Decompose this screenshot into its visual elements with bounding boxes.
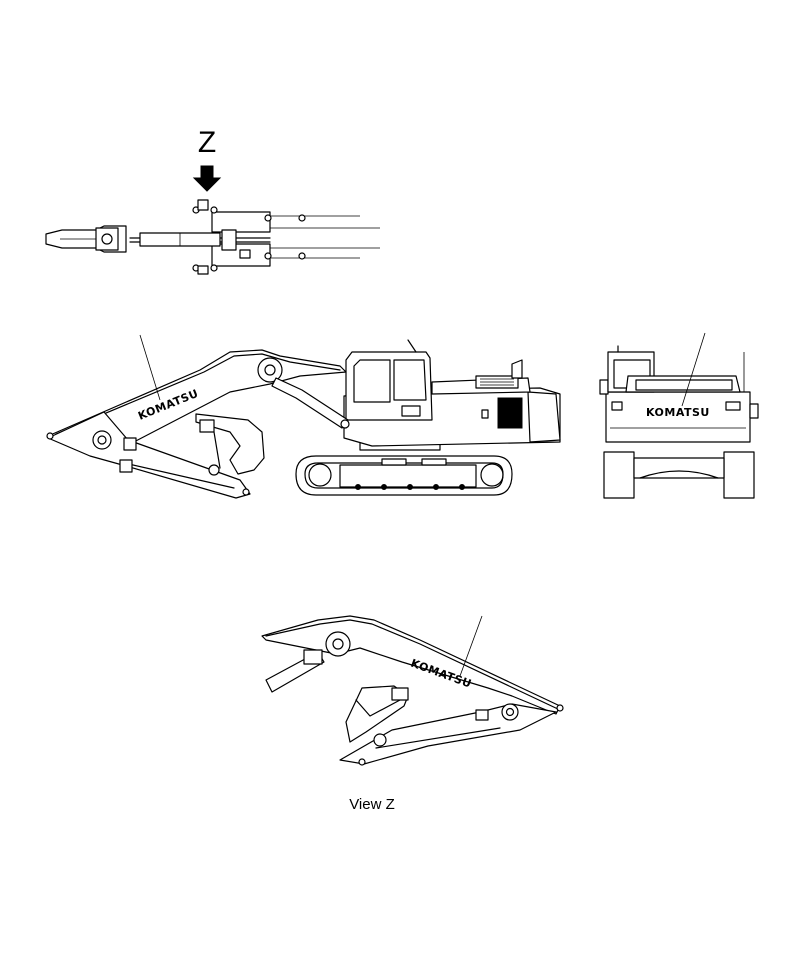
view-marker-letter: Z (198, 126, 216, 159)
side-view-machine: KOMATSU (46, 334, 561, 499)
view-z-illustration: KOMATSU (261, 615, 564, 766)
logo-leader-line (139, 334, 161, 401)
rear-view-machine: KOMATSU (599, 332, 759, 499)
view-z-leader-line (459, 615, 483, 677)
arm (46, 411, 251, 499)
crawler-track (295, 455, 513, 496)
bucket (195, 413, 265, 476)
down-arrow-icon (192, 165, 222, 192)
view-z-marker: Z (192, 126, 222, 192)
rear-logo-text: KOMATSU (646, 406, 710, 419)
upper-structure (343, 339, 561, 451)
top-view-machine (45, 199, 380, 275)
view-caption: View Z (349, 796, 395, 813)
rear-logo-leader-line (681, 332, 706, 407)
